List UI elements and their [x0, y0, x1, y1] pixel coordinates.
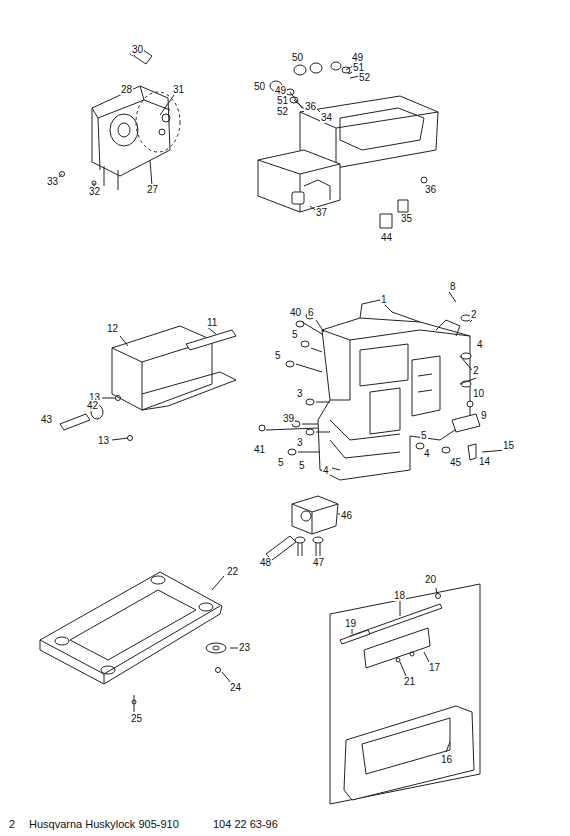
callout-number: 11	[206, 317, 218, 328]
base-plate	[40, 572, 238, 712]
callout-number: 22	[226, 566, 239, 577]
footer-text: 2	[8, 818, 16, 830]
callout-number: 33	[46, 176, 59, 187]
callout-number: 4	[476, 339, 484, 350]
callout-number: 50	[253, 81, 266, 92]
callout-number: 15	[502, 440, 515, 451]
callout-number: 35	[400, 213, 413, 224]
callout-number: 46	[340, 510, 353, 521]
callout-number: 13	[97, 435, 110, 446]
callout-number: 39	[282, 413, 295, 424]
callout-number: 21	[403, 676, 416, 687]
callout-number: 5	[298, 460, 306, 471]
bracket-block	[266, 496, 342, 560]
callout-number: 16	[440, 754, 453, 765]
callout-number: 10	[472, 388, 485, 399]
callout-number: 6	[307, 307, 315, 318]
callout-number: 14	[478, 456, 491, 467]
callout-number: 32	[88, 186, 101, 197]
front-cover	[60, 326, 236, 441]
callout-number: 48	[259, 557, 272, 568]
callout-number: 1	[380, 294, 388, 305]
callout-number: 45	[449, 457, 462, 468]
footer-text: 104 22 63-96	[212, 818, 279, 830]
upper-mechanism	[258, 62, 438, 228]
callout-number: 25	[130, 713, 143, 724]
callout-number: 24	[229, 682, 242, 693]
callout-number: 37	[315, 207, 328, 218]
callout-number: 52	[358, 72, 371, 83]
callout-number: 5	[291, 329, 299, 340]
callout-number: 36	[424, 184, 437, 195]
callout-number: 50	[291, 52, 304, 63]
callout-number: 3	[296, 437, 304, 448]
callout-number: 4	[322, 465, 330, 476]
callout-number: 23	[238, 642, 251, 653]
callout-number: 51	[276, 95, 289, 106]
callout-number: 8	[449, 281, 457, 292]
callout-number: 27	[146, 184, 159, 195]
callout-number: 18	[393, 590, 406, 601]
callout-number: 36	[304, 101, 317, 112]
callout-number: 3	[296, 388, 304, 399]
callout-number: 43	[40, 414, 53, 425]
callout-number: 17	[428, 662, 441, 673]
callout-number: 41	[253, 444, 266, 455]
callout-number: 44	[380, 232, 393, 243]
callout-number: 42	[86, 400, 99, 411]
callout-number: 52	[276, 106, 289, 117]
callout-number: 4	[423, 448, 431, 459]
rear-cover	[330, 584, 480, 804]
callout-number: 30	[131, 44, 144, 55]
callout-number: 5	[274, 350, 282, 361]
callout-number: 5	[277, 457, 285, 468]
motor-housing	[58, 48, 180, 190]
callout-number: 20	[424, 574, 437, 585]
callout-number: 2	[470, 309, 478, 320]
callout-number: 40	[289, 307, 302, 318]
main-frame	[259, 292, 506, 480]
footer-text: Husqvarna Huskylock 905-910	[28, 818, 180, 830]
callout-number: 9	[480, 410, 488, 421]
callout-number: 28	[120, 84, 133, 95]
callout-number: 31	[172, 84, 185, 95]
callout-number: 47	[312, 557, 325, 568]
callout-number: 5	[420, 430, 428, 441]
callout-number: 12	[106, 323, 119, 334]
callout-number: 34	[320, 112, 333, 123]
callout-number: 2	[472, 365, 480, 376]
callout-number: 19	[344, 618, 357, 629]
